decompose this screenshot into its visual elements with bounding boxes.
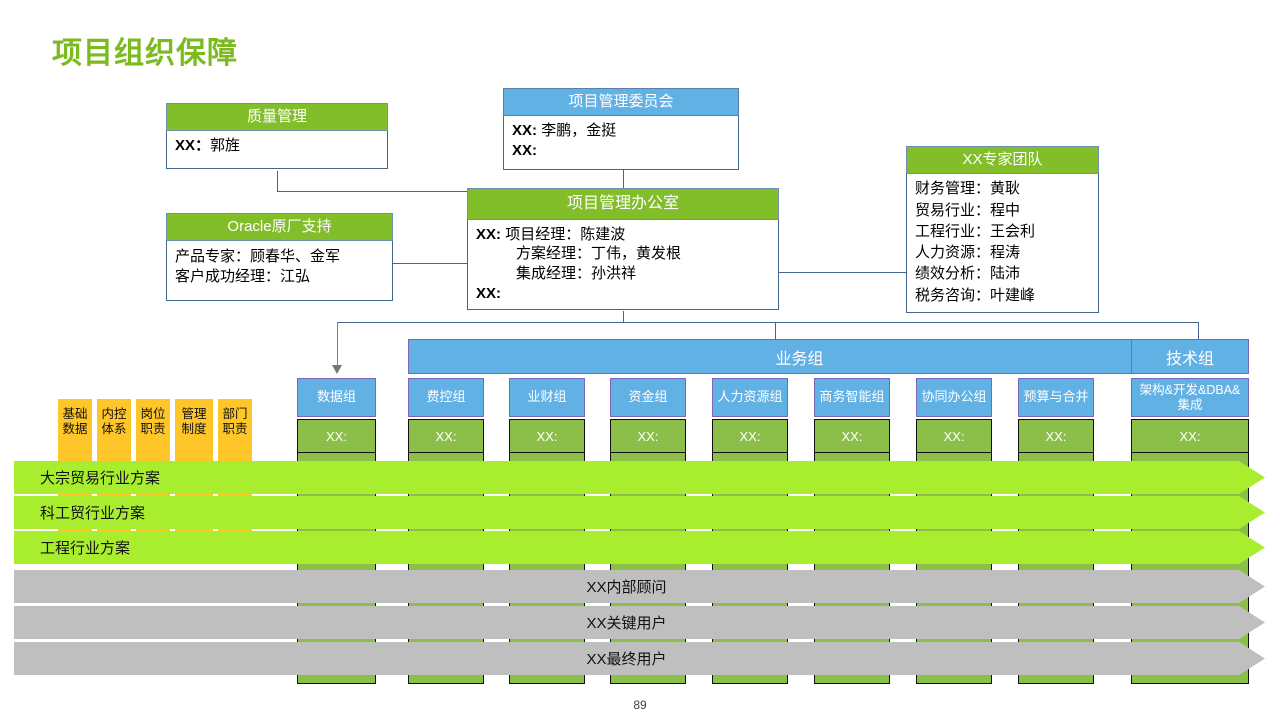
- left-chip-3[interactable]: 管理制度: [175, 399, 213, 445]
- connector-quality-down: [277, 171, 278, 192]
- left-chip-4[interactable]: 部门职责: [218, 399, 252, 445]
- band-label-0: 大宗贸易行业方案: [40, 470, 161, 487]
- group-chip-7[interactable]: 预算与合并: [1018, 378, 1094, 417]
- card-committee-line-0: XX: 李鹏，金挺: [512, 121, 730, 141]
- card-quality-management[interactable]: 质量管理 XX：郭旌: [166, 103, 388, 170]
- group-xx-2: XX:: [509, 419, 585, 453]
- group-chip-0[interactable]: 数据组: [297, 378, 376, 417]
- card-committee-line-1-label: XX:: [512, 142, 538, 160]
- group-xx-8: XX:: [1131, 419, 1249, 453]
- card-experts-line-2: 工程行业：王会利: [915, 222, 1036, 240]
- card-committee-title: 项目管理委员会: [503, 88, 739, 117]
- connector-committee-down: [623, 166, 624, 192]
- card-project-committee[interactable]: 项目管理委员会 XX: 李鹏，金挺 XX:: [503, 88, 739, 171]
- card-experts-line-4: 绩效分析：陆沛: [915, 265, 1021, 283]
- card-oracle-line-1: 客户成功经理：江弘: [175, 268, 311, 286]
- connector-experts-to-pmo: [779, 272, 906, 273]
- card-pmo-line-1-value: 方案经理：丁伟，黄发根: [516, 245, 682, 263]
- card-quality-line-0: XX：郭旌: [175, 136, 379, 156]
- card-pmo-line-0: XX: 项目经理：陈建波: [476, 225, 770, 245]
- connector-oracle-to-pmo: [393, 263, 467, 264]
- group-xx-1: XX:: [408, 419, 484, 453]
- band-label-2: 工程行业方案: [40, 540, 131, 557]
- card-quality-body: XX：郭旌: [166, 131, 388, 170]
- band-row-5[interactable]: XX最终用户: [14, 642, 1265, 675]
- band-row-1[interactable]: 科工贸行业方案: [14, 496, 1265, 529]
- card-pmo-body: XX: 项目经理：陈建波 方案经理：丁伟，黄发根 集成经理：孙洪祥 XX:: [467, 219, 779, 310]
- banner-business-group[interactable]: 业务组: [408, 339, 1191, 374]
- card-experts-title: XX专家团队: [906, 146, 1099, 175]
- left-chip-2[interactable]: 岗位职责: [136, 399, 170, 445]
- band-row-3[interactable]: XX内部顾问: [14, 570, 1265, 603]
- card-committee-line-0-label: XX:: [512, 122, 538, 140]
- group-chip-8[interactable]: 架构&开发&DBA&集成: [1131, 378, 1249, 417]
- band-label-5: XX最终用户: [586, 651, 667, 668]
- card-oracle-support[interactable]: Oracle原厂支持 产品专家：顾春华、金军 客户成功经理：江弘: [166, 213, 393, 302]
- card-pmo-line-0-value: 项目经理：陈建波: [505, 225, 626, 243]
- group-xx-3: XX:: [610, 419, 686, 453]
- card-committee-body: XX: 李鹏，金挺 XX:: [503, 116, 739, 171]
- card-pmo[interactable]: 项目管理办公室 XX: 项目经理：陈建波 方案经理：丁伟，黄发根 集成经理：孙洪…: [467, 188, 779, 310]
- group-xx-6: XX:: [916, 419, 992, 453]
- group-chip-2[interactable]: 业财组: [509, 378, 585, 417]
- card-experts-body: 财务管理：黄耿 贸易行业：程中 工程行业：王会利 人力资源：程涛 绩效分析：陆沛…: [906, 174, 1099, 314]
- band-row-0[interactable]: 大宗贸易行业方案: [14, 461, 1265, 494]
- card-pmo-line-2-value: 集成经理：孙洪祥: [516, 265, 637, 283]
- card-oracle-title: Oracle原厂支持: [166, 213, 393, 242]
- card-experts-line-3: 人力资源：程涛: [915, 244, 1021, 262]
- connector-bus-to-data-group: [337, 322, 338, 367]
- card-pmo-line-3: XX:: [476, 284, 770, 304]
- card-oracle-body: 产品专家：顾春华、金军 客户成功经理：江弘: [166, 241, 393, 302]
- card-experts-line-5: 税务咨询：叶建峰: [915, 286, 1036, 304]
- connector-bus-to-technical: [1198, 322, 1199, 339]
- page-title: 项目组织保障: [52, 37, 238, 70]
- group-xx-4: XX:: [712, 419, 788, 453]
- banner-technical-group[interactable]: 技术组: [1131, 339, 1249, 374]
- card-pmo-title: 项目管理办公室: [467, 188, 779, 220]
- card-quality-line-0-label: XX：: [175, 137, 211, 155]
- left-chip-0[interactable]: 基础数据: [58, 399, 92, 445]
- connector-pmo-down: [623, 311, 624, 323]
- card-quality-line-0-value: 郭旌: [210, 137, 241, 155]
- group-chip-3[interactable]: 资金组: [610, 378, 686, 417]
- card-pmo-line-2: 集成经理：孙洪祥: [476, 264, 770, 284]
- band-row-4[interactable]: XX关键用户: [14, 606, 1265, 639]
- left-chip-1[interactable]: 内控体系: [97, 399, 131, 445]
- group-chip-4[interactable]: 人力资源组: [712, 378, 788, 417]
- connector-quality-to-pmo: [277, 191, 623, 192]
- connector-bus-to-business: [775, 322, 776, 339]
- group-chip-1[interactable]: 费控组: [408, 378, 484, 417]
- card-expert-team[interactable]: XX专家团队 财务管理：黄耿 贸易行业：程中 工程行业：王会利 人力资源：程涛 …: [906, 146, 1099, 314]
- card-pmo-line-3-label: XX:: [476, 284, 502, 302]
- band-label-3: XX内部顾问: [586, 579, 667, 596]
- card-committee-line-0-value: 李鹏，金挺: [541, 122, 617, 140]
- connector-main-bus: [337, 322, 1199, 323]
- band-row-2[interactable]: 工程行业方案: [14, 531, 1265, 564]
- card-experts-line-0: 财务管理：黄耿: [915, 180, 1021, 198]
- band-label-4: XX关键用户: [586, 615, 667, 632]
- card-pmo-line-0-label: XX:: [476, 225, 502, 243]
- card-pmo-line-1: 方案经理：丁伟，黄发根: [476, 244, 770, 264]
- card-committee-line-1: XX:: [512, 141, 730, 161]
- group-chip-5[interactable]: 商务智能组: [814, 378, 890, 417]
- group-chip-6[interactable]: 协同办公组: [916, 378, 992, 417]
- card-quality-title: 质量管理: [166, 103, 388, 132]
- group-xx-0: XX:: [297, 419, 376, 453]
- card-experts-line-1: 贸易行业：程中: [915, 201, 1021, 219]
- page-number: 89: [633, 698, 647, 712]
- card-oracle-line-0: 产品专家：顾春华、金军: [175, 248, 341, 266]
- group-xx-5: XX:: [814, 419, 890, 453]
- band-label-1: 科工贸行业方案: [40, 505, 146, 522]
- arrow-head-data-group: [332, 365, 342, 374]
- group-xx-7: XX:: [1018, 419, 1094, 453]
